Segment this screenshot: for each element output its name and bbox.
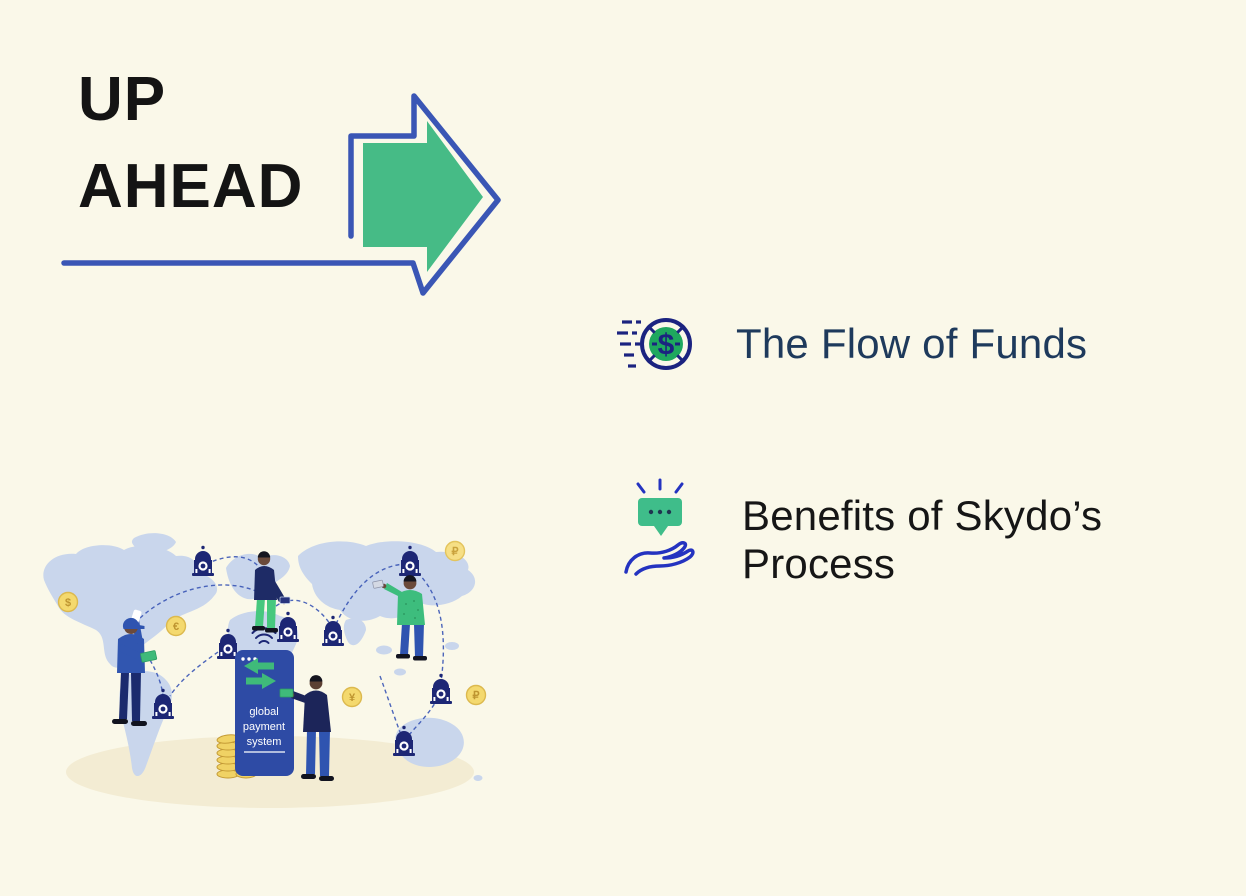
- coin-symbol: ₽: [452, 546, 459, 558]
- banknote: [279, 688, 294, 698]
- coin-symbol: ¥: [349, 692, 356, 704]
- page-title-line2: AHEAD: [78, 152, 304, 221]
- connection-lines: [139, 556, 445, 735]
- handheld-device: [279, 596, 291, 604]
- speed-lines: [617, 320, 641, 368]
- open-hand: [624, 541, 695, 576]
- coin-ring: [640, 318, 692, 370]
- coin-symbol: €: [173, 621, 179, 633]
- banknote: [140, 650, 158, 663]
- fast-money-coin-icon: $: [617, 318, 692, 370]
- handheld-phone: [372, 579, 384, 589]
- phone-label-line3: system: [247, 736, 282, 748]
- cap: [122, 617, 145, 629]
- page-title-line1: UP: [78, 65, 167, 134]
- dollar-sign: $: [658, 329, 675, 362]
- phone-label-line2: payment: [243, 721, 285, 733]
- rays: [636, 478, 684, 494]
- agenda-item-label: The Flow of Funds: [736, 320, 1088, 368]
- coin-symbol: $: [65, 597, 71, 609]
- phone-label-line1: global: [249, 706, 278, 718]
- page-title: UP AHEAD: [78, 56, 303, 230]
- person-left: [112, 609, 158, 726]
- agenda-item-flow-of-funds: $ The Flow of Funds: [614, 306, 1087, 382]
- currency-coins: $ € ₽ ¥ ₽: [57, 540, 487, 708]
- transfer-arrow-right: [246, 673, 276, 689]
- agenda-item-benefits: Benefits of Skydo’s Process: [620, 476, 1142, 588]
- agenda-item-label: Benefits of Skydo’s Process: [742, 492, 1103, 587]
- speech-bubble-hand-icon: [624, 478, 695, 576]
- person-top: [252, 551, 291, 633]
- coin-symbol: ₽: [473, 690, 480, 702]
- coin-ring-ticks: [646, 324, 686, 364]
- transfer-arrow-left: [244, 658, 274, 674]
- global-payments-illustration: $ € ₽ ¥ ₽: [43, 533, 487, 808]
- speech-bubble: [638, 498, 682, 536]
- coin-face: [649, 327, 683, 361]
- arrow-green-fill: [363, 121, 483, 272]
- payment-phone: global payment system: [235, 627, 294, 776]
- person-right: [372, 575, 427, 661]
- person-phone-holder: [279, 675, 334, 781]
